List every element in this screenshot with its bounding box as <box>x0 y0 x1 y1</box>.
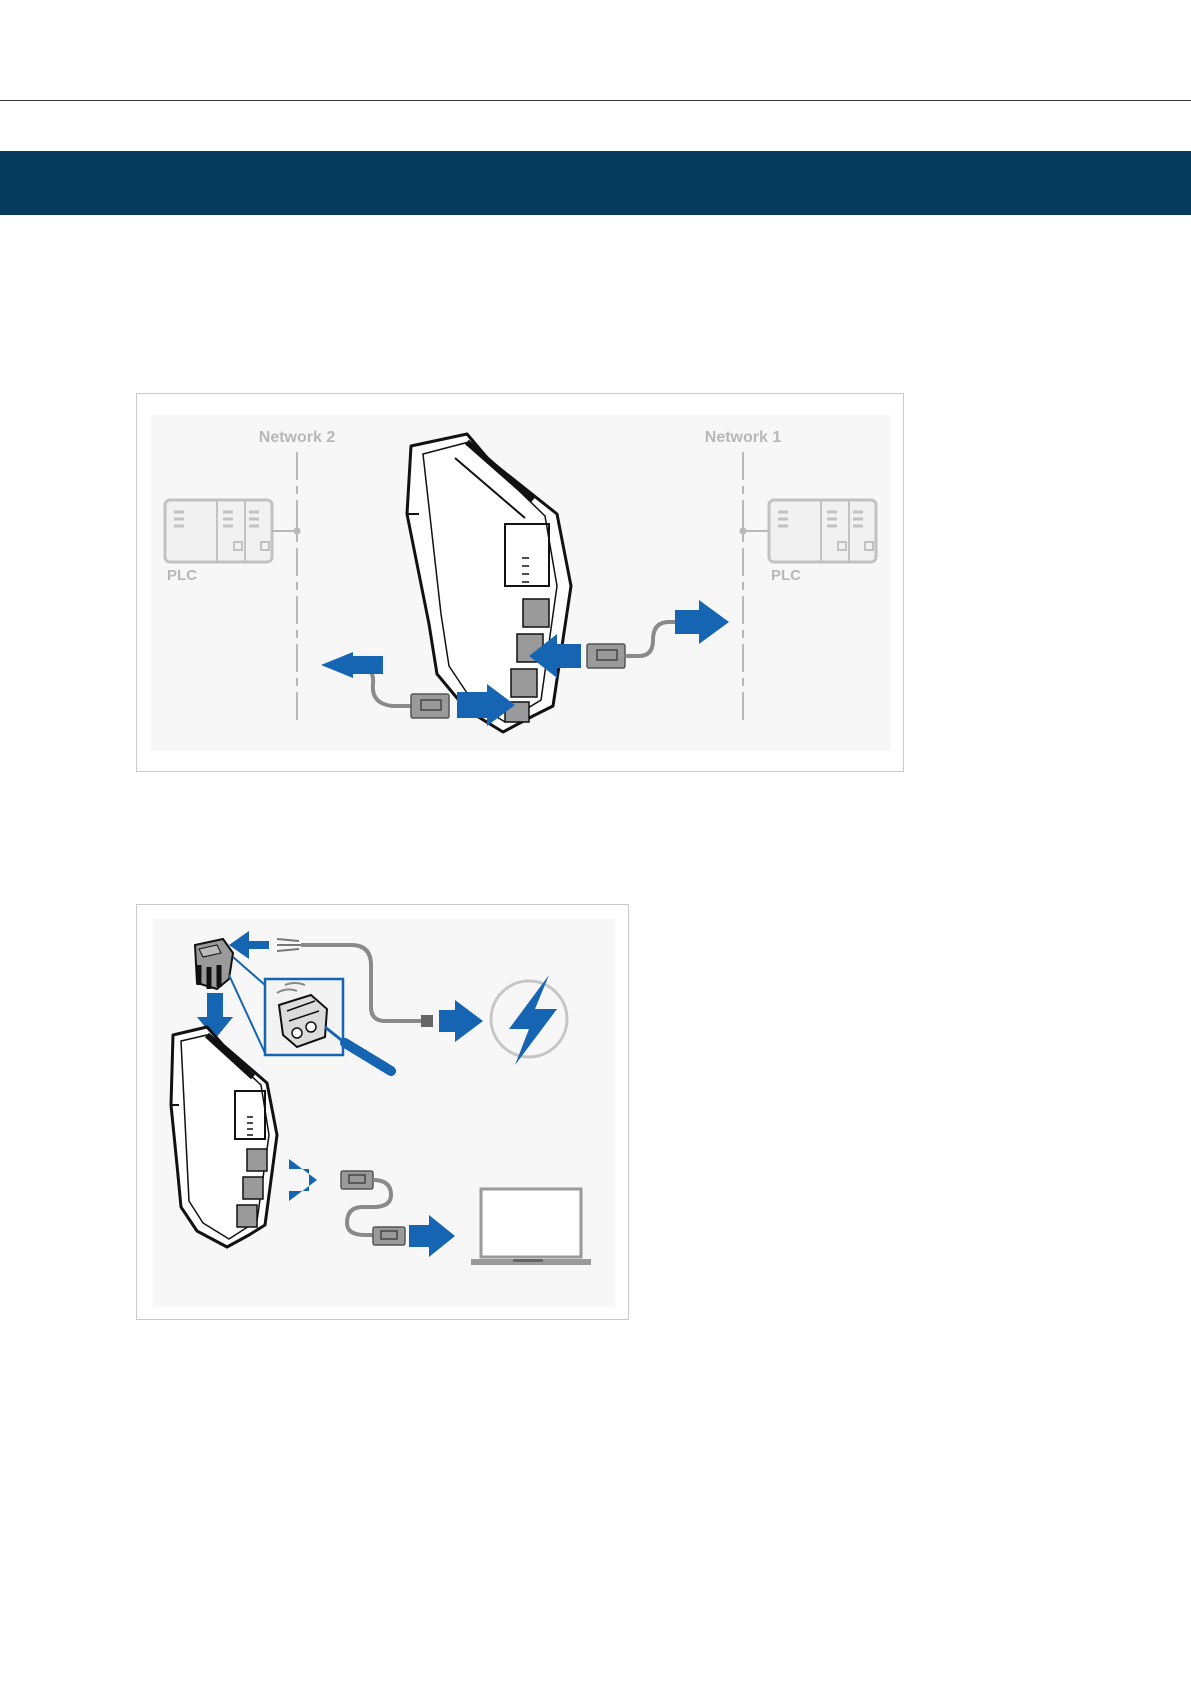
laptop-icon <box>471 1189 591 1265</box>
network-connection-figure: Network 2 Network 1 PLC <box>136 393 904 772</box>
power-and-pc-connection-figure <box>136 904 629 1320</box>
network-1-label: Network 1 <box>705 429 782 446</box>
header-rule <box>0 100 1191 101</box>
section-title-band <box>0 151 1191 215</box>
plc-left-label: PLC <box>167 567 197 584</box>
plc-right-label: PLC <box>771 567 801 584</box>
network-2-label: Network 2 <box>259 429 336 446</box>
terminal-block-connector <box>195 939 233 989</box>
